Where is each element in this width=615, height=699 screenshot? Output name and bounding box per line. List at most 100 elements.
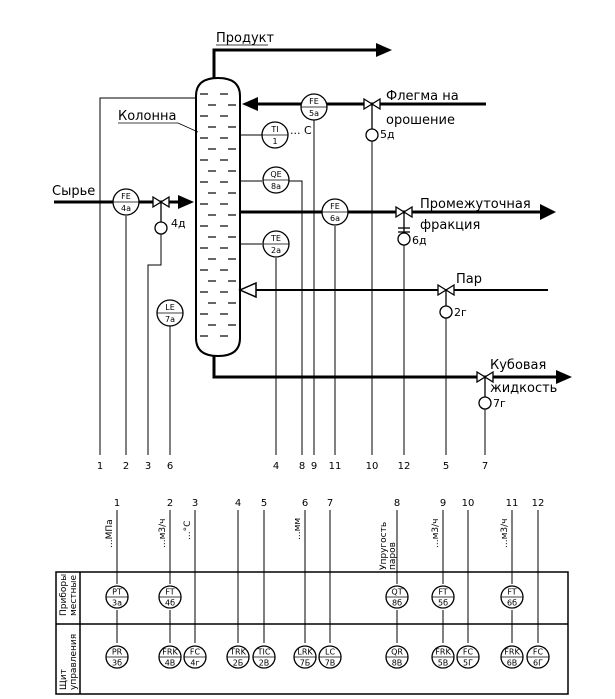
bottoms-label-1: Кубовая: [490, 358, 546, 373]
fc6g-code: FC: [533, 648, 544, 657]
svg-text:6: 6: [167, 461, 173, 472]
fc4g-code: FC: [190, 648, 201, 657]
fc5g-code: FC: [463, 648, 474, 657]
svg-text:11: 11: [329, 461, 342, 472]
ti1-num: 1: [272, 137, 277, 146]
qe8a-num: 8a: [271, 182, 281, 191]
fc6g-num: 6Г: [533, 659, 543, 668]
svg-text:2: 2: [123, 461, 129, 472]
qe8a-code: QE: [270, 170, 281, 179]
steam-label: Пар: [456, 272, 482, 287]
instrument-fe4a: FE 4a: [112, 188, 140, 216]
svg-text:5: 5: [443, 461, 449, 472]
reflux-label-1: Флегма на: [386, 89, 459, 104]
intermediate-label-1: Промежуточная: [420, 197, 531, 212]
frk6v-num: 6В: [507, 659, 518, 668]
svg-text:10: 10: [366, 461, 379, 472]
lc7v-num: 7В: [325, 659, 336, 668]
fe4a-code: FE: [121, 192, 131, 201]
fe6a-num: 6a: [330, 214, 340, 223]
pr3b-num: 3б: [112, 659, 122, 668]
reflux-label-2: орошение: [386, 113, 455, 128]
qr8v-num: 8В: [392, 659, 403, 668]
frk4v-num: 4В: [165, 659, 176, 668]
svg-text:10: 10: [462, 498, 475, 509]
fe4a-num: 4a: [121, 204, 131, 213]
row-local-1: Приборы: [59, 574, 69, 616]
panel-instruments: PR3бFRK4ВFC4гTRK2БTIC2ВLRK7БLC7ВQR8ВFRK5…: [105, 645, 550, 669]
qr8v-code: QR: [391, 648, 403, 657]
svg-text:9: 9: [311, 461, 317, 472]
frk5v-num: 5В: [438, 659, 449, 668]
unit-9: ...м3/ч: [431, 519, 441, 548]
ft5b-num: 5б: [438, 599, 448, 608]
qt8b-code: QT: [391, 588, 402, 597]
lc7v-code: LC: [325, 648, 335, 657]
svg-text:9: 9: [440, 498, 446, 509]
feed-label: Сырье: [52, 184, 95, 199]
bottoms-label-2: жидкость: [490, 381, 557, 396]
svg-text:1: 1: [114, 498, 120, 509]
instrument-qe8a: QE 8a: [262, 166, 290, 194]
row-local-2: местные: [69, 574, 79, 616]
le7a-code: LE: [165, 303, 175, 312]
svg-text:11: 11: [506, 498, 519, 509]
svg-text:3: 3: [145, 461, 151, 472]
upper-line-numbers: 1 2 3 6 4 8 9 11 10 12 5 7: [97, 461, 488, 472]
te2a-code: TE: [270, 234, 281, 243]
qt8b-num: 8б: [392, 599, 402, 608]
svg-text:3: 3: [192, 498, 198, 509]
ti1-code: TI: [270, 125, 278, 134]
le7a-num: 7a: [165, 315, 175, 324]
temp-unit-label: ... C: [290, 124, 312, 137]
svg-text:4: 4: [273, 461, 279, 472]
instrument-fe5a: FE 5a: [300, 93, 328, 121]
unit-3: ...°С: [183, 521, 193, 540]
svg-text:12: 12: [398, 461, 411, 472]
pt3a-code: PT: [112, 588, 122, 597]
ft6b-num: 6б: [507, 599, 517, 608]
distillation-column: [195, 43, 392, 358]
fe5a-code: FE: [309, 97, 319, 106]
ft6b-code: FT: [507, 588, 516, 597]
instrument-fc5g: FC 5Г: [456, 645, 480, 669]
unit-2: ...м3/ч: [158, 519, 168, 548]
instrument-frk5v: FRK 5В: [431, 645, 455, 669]
svg-text:7: 7: [327, 498, 333, 509]
fc4g-num: 4г: [190, 659, 199, 668]
instrument-qr8v: QR 8В: [385, 645, 409, 669]
instrument-qt8b: QT 8б: [385, 585, 409, 609]
instrument-ft4b: FT 4б: [158, 585, 182, 609]
svg-text:8: 8: [394, 498, 400, 509]
fe5a-num: 5a: [309, 109, 319, 118]
unit-8b: паров: [388, 542, 398, 570]
valve-5d-label: 5д: [380, 128, 395, 141]
valve-7g-label: 7г: [493, 397, 506, 410]
valve-6d-label: 6д: [412, 234, 427, 247]
lrk7b-num: 7Б: [300, 659, 311, 668]
ft5b-code: FT: [438, 588, 447, 597]
svg-text:1: 1: [97, 461, 103, 472]
ft4b-num: 4б: [165, 599, 175, 608]
unit-11: ...м3/ч: [500, 519, 510, 548]
svg-text:2: 2: [167, 498, 173, 509]
instrument-le7a: LE 7a: [156, 299, 184, 327]
trk2b-code: TRK: [229, 648, 246, 657]
frk5v-code: FRK: [435, 648, 451, 657]
instrument-fc4g: FC 4г: [183, 645, 207, 669]
ft4b-code: FT: [165, 588, 174, 597]
process-labels: Продукт Колонна Сырье Флегма на орошение…: [52, 31, 557, 410]
column-trays: [200, 93, 236, 337]
svg-text:7: 7: [482, 461, 488, 472]
svg-text:6: 6: [302, 498, 308, 509]
instrument-ft5b: FT 5б: [431, 585, 455, 609]
intermediate-label-2: фракция: [420, 218, 480, 233]
fc5g-num: 5Г: [463, 659, 473, 668]
instrument-fc6g: FC 6Г: [526, 645, 550, 669]
lrk7b-code: LRK: [297, 648, 313, 657]
